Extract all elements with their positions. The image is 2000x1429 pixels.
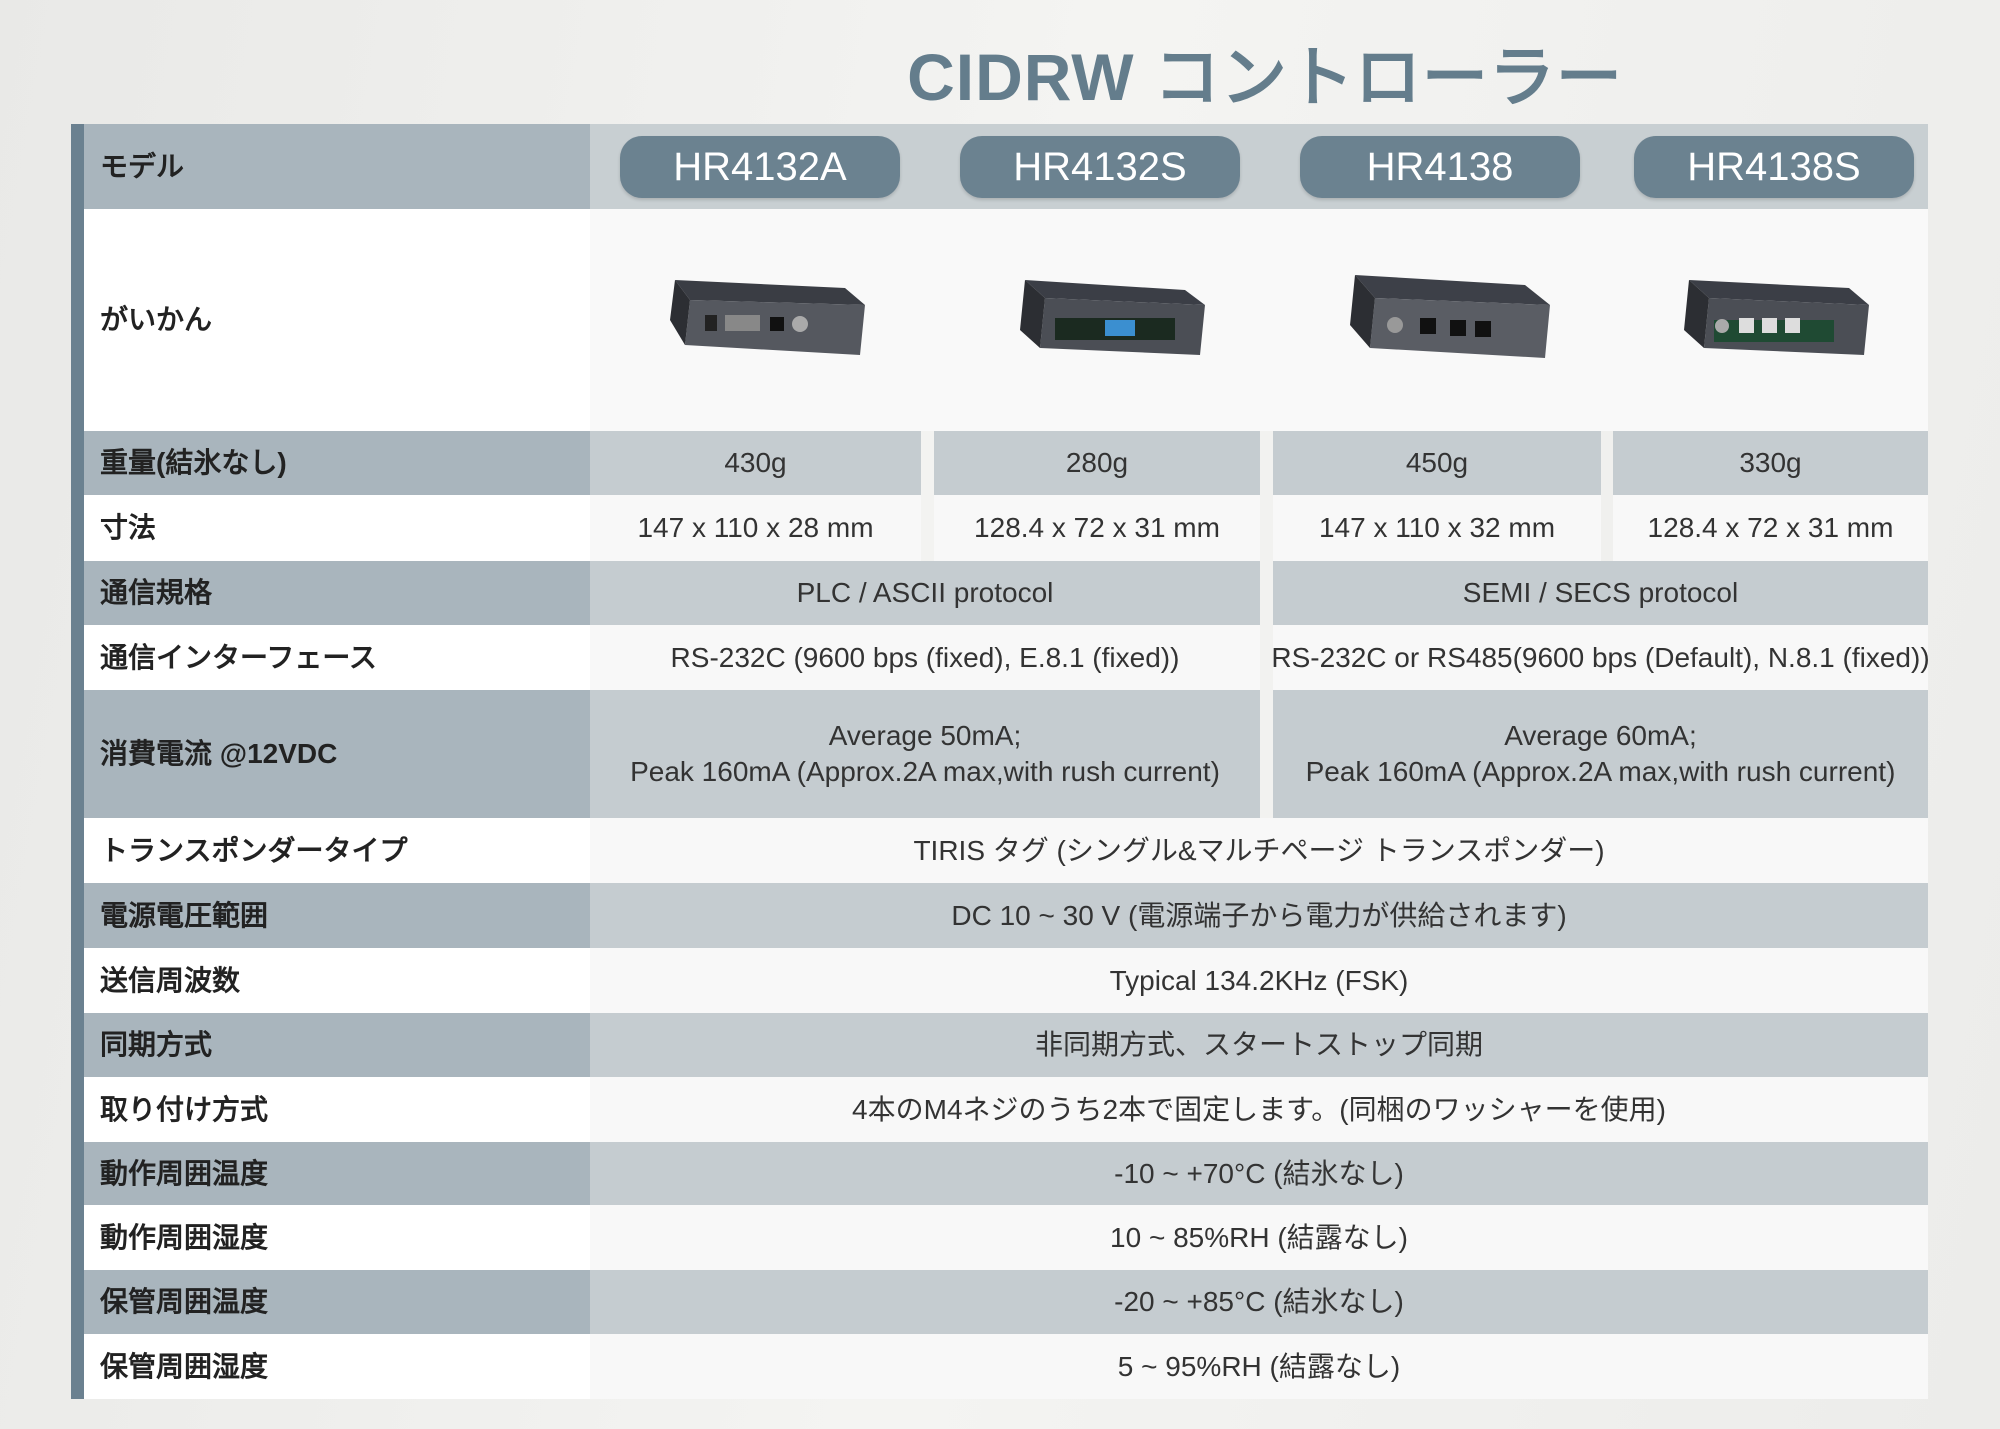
row-label: 通信インターフェース bbox=[84, 625, 590, 690]
row-op-temp: 動作周囲温度-10 ~ +70°C (結氷なし) bbox=[84, 1142, 1928, 1205]
spec-value: 4本のM4ネジのうち2本で固定します。(同梱のワッシャーを使用) bbox=[590, 1077, 1928, 1142]
spec-value: TIRIS タグ (シングル&マルチページ トランスポンダー) bbox=[590, 818, 1928, 883]
spec-value: Typical 134.2KHz (FSK) bbox=[590, 948, 1928, 1013]
model-badge: HR4138S bbox=[1634, 135, 1914, 198]
dimension-value: 128.4 x 72 x 31 mm bbox=[1613, 495, 1928, 561]
spec-value: -10 ~ +70°C (結氷なし) bbox=[590, 1142, 1928, 1205]
model-badge: HR4132S bbox=[960, 135, 1240, 198]
current-value: Average 60mA;Peak 160mA (Approx.2A max,w… bbox=[1273, 690, 1928, 818]
row-current: 消費電流 @12VDC Average 50mA;Peak 160mA (App… bbox=[84, 690, 1928, 818]
row-label: トランスポンダータイプ bbox=[84, 818, 590, 883]
weight-value: 450g bbox=[1273, 431, 1601, 495]
row-interface: 通信インターフェース RS-232C (9600 bps (fixed), E.… bbox=[84, 625, 1930, 690]
spec-value: 非同期方式、スタートストップ同期 bbox=[590, 1013, 1928, 1077]
protocol-value: SEMI / SECS protocol bbox=[1273, 561, 1928, 625]
row-label: 取り付け方式 bbox=[84, 1077, 590, 1142]
dimension-value: 147 x 110 x 28 mm bbox=[590, 495, 921, 561]
row-storage-temp: 保管周囲温度-20 ~ +85°C (結氷なし) bbox=[84, 1270, 1928, 1334]
row-label: 電源電圧範囲 bbox=[84, 883, 590, 948]
interface-value: RS-232C (9600 bps (fixed), E.8.1 (fixed)… bbox=[590, 625, 1260, 690]
row-weight: 重量(結氷なし) 430g 280g 450g 330g bbox=[84, 431, 1928, 495]
row-model: モデル HR4132A HR4132S HR4138 HR4138S bbox=[84, 124, 1928, 209]
spec-table: モデル HR4132A HR4132S HR4138 HR4138S がいかん … bbox=[71, 124, 1930, 1399]
model-badge: HR4138 bbox=[1300, 135, 1580, 198]
protocol-value: PLC / ASCII protocol bbox=[590, 561, 1260, 625]
spec-value: -20 ~ +85°C (結氷なし) bbox=[590, 1270, 1928, 1334]
row-protocol: 通信規格 PLC / ASCII protocol SEMI / SECS pr… bbox=[84, 561, 1928, 625]
row-label: 寸法 bbox=[84, 495, 590, 561]
product-image-hr4132a bbox=[590, 209, 930, 431]
product-image-hr4132s bbox=[930, 209, 1270, 431]
weight-value: 280g bbox=[934, 431, 1260, 495]
spec-value: 5 ~ 95%RH (結露なし) bbox=[590, 1334, 1928, 1399]
page-title: CIDRW コントローラー bbox=[907, 40, 1623, 114]
table-accent-bar bbox=[71, 124, 84, 1399]
row-appearance: がいかん bbox=[84, 209, 1928, 431]
dimension-value: 128.4 x 72 x 31 mm bbox=[934, 495, 1260, 561]
product-image-hr4138s bbox=[1610, 209, 1928, 431]
row-label: 通信規格 bbox=[84, 561, 590, 625]
row-label: 保管周囲湿度 bbox=[84, 1334, 590, 1399]
row-label: 保管周囲温度 bbox=[84, 1270, 590, 1334]
row-sync: 同期方式非同期方式、スタートストップ同期 bbox=[84, 1013, 1928, 1077]
row-label: がいかん bbox=[84, 209, 590, 431]
dimension-value: 147 x 110 x 32 mm bbox=[1273, 495, 1601, 561]
row-label: 動作周囲温度 bbox=[84, 1142, 590, 1205]
row-label: 同期方式 bbox=[84, 1013, 590, 1077]
row-label: 動作周囲湿度 bbox=[84, 1205, 590, 1270]
current-value: Average 50mA;Peak 160mA (Approx.2A max,w… bbox=[590, 690, 1260, 818]
row-label: モデル bbox=[84, 124, 590, 209]
row-label: 消費電流 @12VDC bbox=[84, 690, 590, 818]
weight-value: 430g bbox=[590, 431, 921, 495]
row-label: 送信周波数 bbox=[84, 948, 590, 1013]
spec-value: DC 10 ~ 30 V (電源端子から電力が供給されます) bbox=[590, 883, 1928, 948]
spec-value: 10 ~ 85%RH (結露なし) bbox=[590, 1205, 1928, 1270]
interface-value: RS-232C or RS485(9600 bps (Default), N.8… bbox=[1271, 625, 1930, 690]
product-image-hr4138 bbox=[1270, 209, 1610, 431]
row-dimensions: 寸法 147 x 110 x 28 mm 128.4 x 72 x 31 mm … bbox=[84, 495, 1928, 561]
weight-value: 330g bbox=[1613, 431, 1928, 495]
model-badge: HR4132A bbox=[620, 135, 900, 198]
row-label: 重量(結氷なし) bbox=[84, 431, 590, 495]
